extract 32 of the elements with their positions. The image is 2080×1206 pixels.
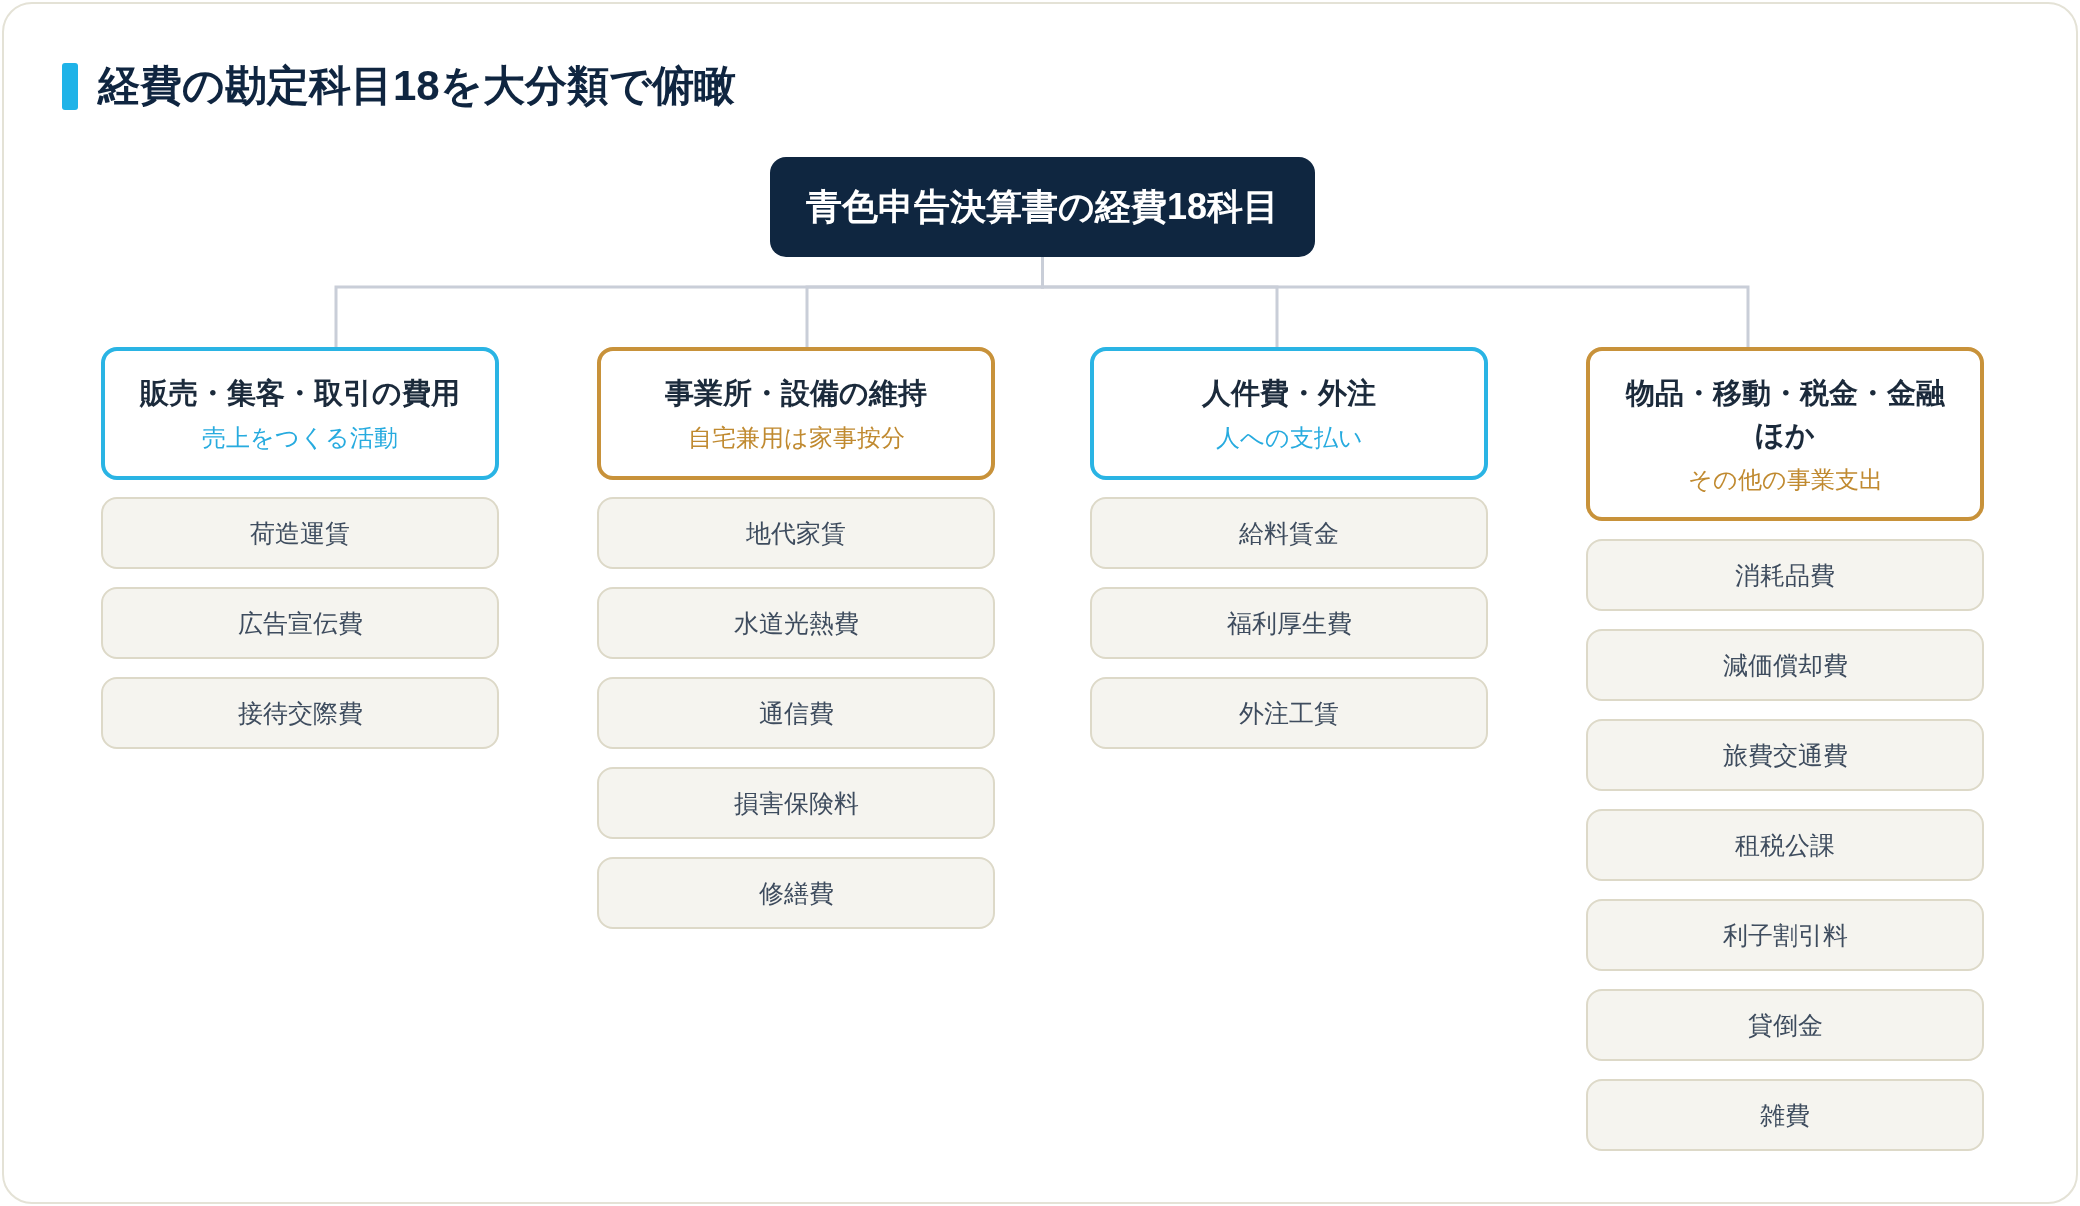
category-box bbox=[1090, 347, 1488, 480]
account-box: 利子割引料 bbox=[1586, 899, 1984, 971]
account-box: 損害保険料 bbox=[597, 767, 995, 839]
account-box: 荷造運賃 bbox=[101, 497, 499, 569]
category-heading: 人件費・外注 bbox=[1202, 376, 1376, 411]
category-heading: 物品・移動・税金・金融ほか bbox=[1624, 375, 1946, 453]
account-box: 地代家賃 bbox=[597, 497, 995, 569]
account-box: 広告宣伝費 bbox=[101, 587, 499, 659]
root-box: 青色申告決算書の経費18科目 bbox=[770, 157, 1315, 257]
account-box: 貸倒金 bbox=[1586, 989, 1984, 1061]
category-box bbox=[1586, 347, 1984, 521]
diagram-title: 経費の勘定科目18を大分類で俯瞰 bbox=[98, 61, 736, 111]
account-box: 消耗品費 bbox=[1586, 539, 1984, 611]
category-subtitle: 人への支払い bbox=[1215, 423, 1363, 453]
account-box: 接待交際費 bbox=[101, 677, 499, 749]
category-subtitle: その他の事業支出 bbox=[1687, 464, 1883, 495]
category-box bbox=[597, 347, 995, 480]
account-box: 福利厚生費 bbox=[1090, 587, 1488, 659]
category-subtitle: 売上をつくる活動 bbox=[202, 423, 398, 453]
account-box: 減価償却費 bbox=[1586, 629, 1984, 701]
account-box: 修繕費 bbox=[597, 857, 995, 929]
account-box: 租税公課 bbox=[1586, 809, 1984, 881]
account-box: 通信費 bbox=[597, 677, 995, 749]
category-heading: 販売・集客・取引の費用 bbox=[140, 376, 460, 411]
account-box: 給料賃金 bbox=[1090, 497, 1488, 569]
category-subtitle: 自宅兼用は家事按分 bbox=[687, 423, 905, 453]
category-box bbox=[101, 347, 499, 480]
account-box: 外注工賃 bbox=[1090, 677, 1488, 749]
category-heading: 事業所・設備の維持 bbox=[665, 376, 927, 411]
account-box: 雑費 bbox=[1586, 1079, 1984, 1151]
account-box: 旅費交通費 bbox=[1586, 719, 1984, 791]
account-box: 水道光熱費 bbox=[597, 587, 995, 659]
